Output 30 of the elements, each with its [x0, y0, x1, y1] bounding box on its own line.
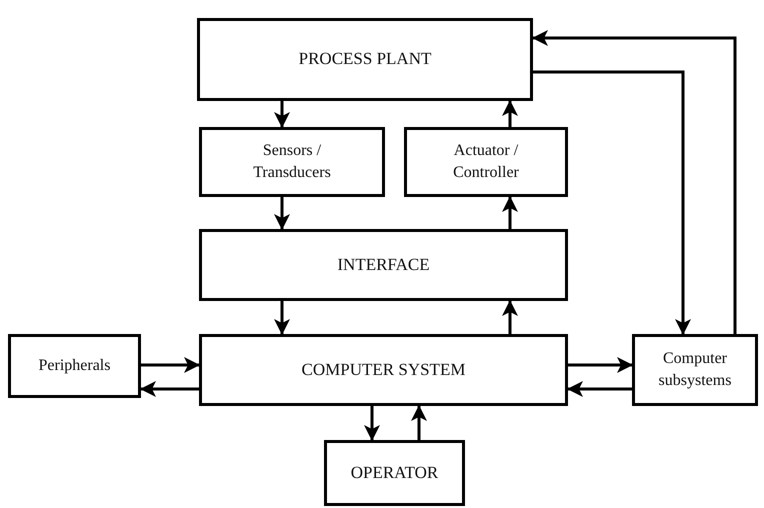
arrow: [502, 196, 518, 229]
box-label: Computer subsystems: [658, 349, 732, 391]
arrow: [502, 100, 518, 127]
box-label: Peripherals: [38, 356, 110, 376]
arrow: [141, 357, 200, 373]
arrow: [532, 30, 736, 334]
arrow: [567, 381, 632, 397]
box-label: PROCESS PLANT: [298, 48, 432, 70]
arrow: [140, 381, 199, 397]
process-box: [8, 334, 141, 398]
process-box: [197, 18, 533, 101]
arrow: [533, 70, 691, 335]
process-box: [404, 127, 568, 197]
box-label: Actuator / Controller: [452, 141, 520, 183]
arrow: [502, 300, 518, 334]
box-label: OPERATOR: [350, 462, 438, 484]
box-label: Sensors / Transducers: [252, 141, 332, 183]
process-box: [199, 127, 385, 197]
arrow: [274, 197, 290, 230]
process-box: [199, 229, 568, 301]
arrow: [274, 101, 290, 128]
box-label: INTERFACE: [337, 254, 430, 276]
arrow: [568, 357, 633, 373]
process-box: [324, 440, 465, 506]
arrow: [274, 301, 290, 335]
box-label: COMPUTER SYSTEM: [302, 358, 466, 381]
process-box: [632, 334, 758, 406]
arrow: [411, 405, 427, 440]
arrow: [364, 406, 380, 441]
process-box: [199, 334, 568, 406]
